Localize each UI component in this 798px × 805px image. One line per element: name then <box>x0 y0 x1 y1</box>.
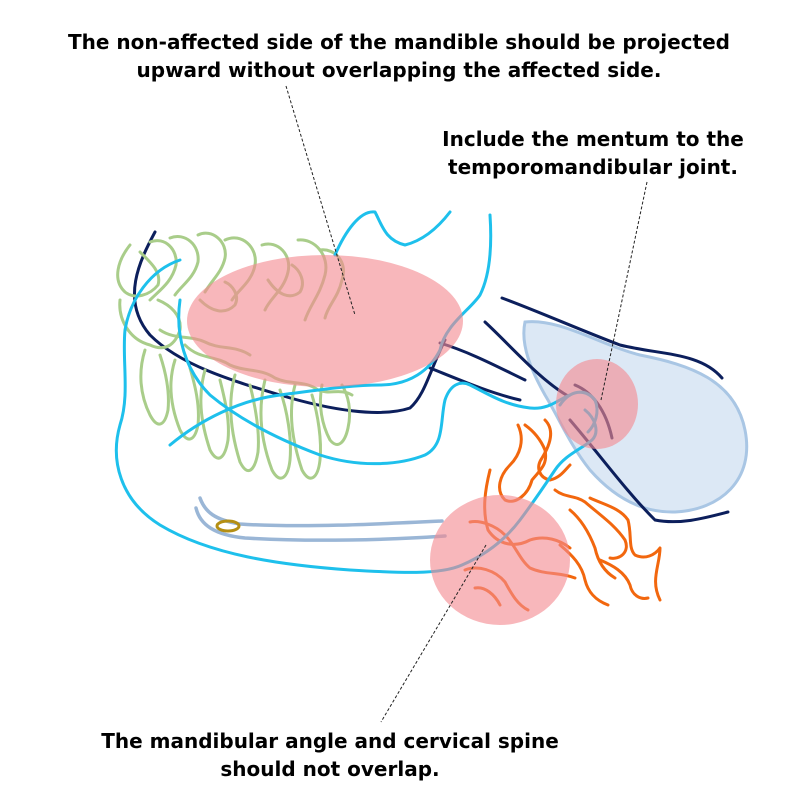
leader-line-angle <box>380 544 487 723</box>
coronoid-process <box>333 210 452 257</box>
vertebra-process-d <box>598 558 650 600</box>
tooth-root-8 <box>318 383 352 446</box>
vertebra-process-b <box>588 496 662 602</box>
vertebra-c1 <box>498 423 548 503</box>
annotation-non-affected-side-line2: upward without overlapping the affected … <box>136 58 662 82</box>
highlight-mandibular-angle <box>430 495 570 625</box>
hyoid-upper <box>198 496 444 528</box>
tooth-root-2 <box>139 348 170 426</box>
tooth-upper-3 <box>168 235 200 297</box>
tooth-upper-4 <box>196 231 227 294</box>
hyoid-ring <box>215 519 241 533</box>
tooth-root-7 <box>290 383 322 480</box>
leader-line-tmj <box>600 181 648 401</box>
vertebra-c7 <box>553 488 628 560</box>
annotation-angle-spine-line2: should not overlap. <box>220 757 440 781</box>
dark-contour-palate-b <box>428 366 522 402</box>
vertebra-process-a <box>568 508 617 580</box>
mandible-outline-ramus <box>177 298 572 466</box>
tooth-root-1 <box>118 298 182 350</box>
vertebra-c2 <box>537 418 572 482</box>
vertebra-process-c <box>558 543 610 607</box>
annotation-mentum-tmj-line1: Include the mentum to the <box>442 127 744 151</box>
mandible-outline-upper <box>168 213 493 447</box>
highlight-non-affected-side <box>187 255 463 387</box>
tooth-root-6 <box>259 378 292 480</box>
annotation-mentum-tmj: Include the mentum to the temporomandibu… <box>418 125 768 181</box>
highlight-tmj <box>556 359 638 449</box>
dark-contour-temporal-upper <box>500 296 724 380</box>
annotation-non-affected-side: The non-affected side of the mandible sh… <box>0 28 798 84</box>
annotation-angle-spine: The mandibular angle and cervical spine … <box>60 727 600 783</box>
annotation-mentum-tmj-line2: temporomandibular joint. <box>448 155 738 179</box>
tooth-root-3 <box>169 358 200 441</box>
mandible-outline-lower <box>114 258 598 574</box>
annotation-non-affected-side-line1: The non-affected side of the mandible sh… <box>68 30 730 54</box>
tooth-upper-1 <box>116 243 161 298</box>
tooth-root-4 <box>199 368 230 460</box>
annotation-angle-spine-line1: The mandibular angle and cervical spine <box>101 729 559 753</box>
tooth-root-5 <box>229 373 260 473</box>
tooth-upper-2 <box>148 239 178 302</box>
hyoid-lower <box>194 506 447 542</box>
